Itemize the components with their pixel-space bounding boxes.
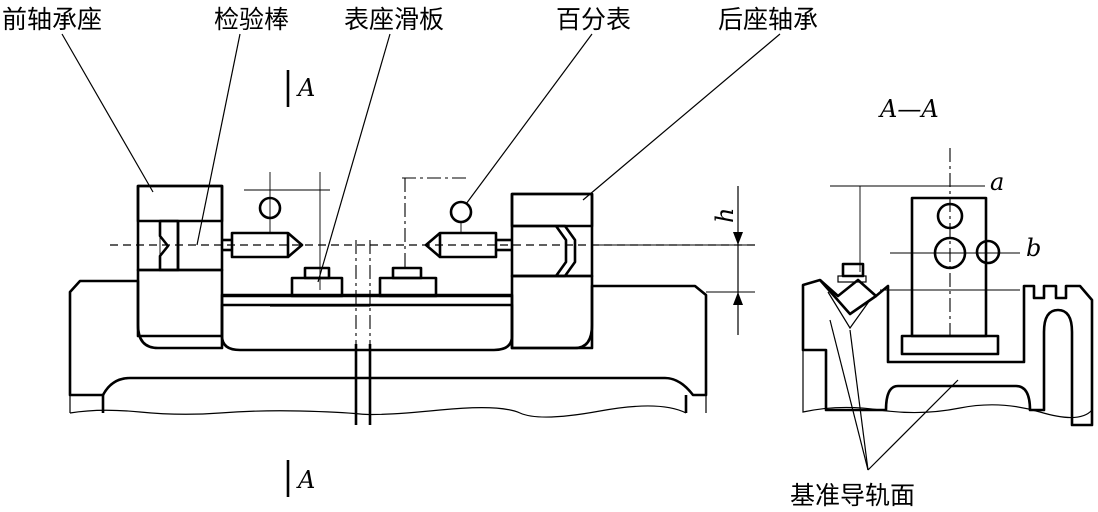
section-indicator-stand bbox=[830, 148, 1020, 356]
leader-datum-3 bbox=[867, 379, 959, 471]
dimension-h: h bbox=[592, 186, 755, 335]
label-front-bearing-seat: 前轴承座 bbox=[2, 5, 102, 34]
section-bed bbox=[801, 278, 1094, 427]
leader-datum-1 bbox=[829, 319, 869, 471]
bed-break-line bbox=[69, 405, 687, 418]
leader-gauge-slide bbox=[317, 33, 391, 283]
leader-datum-2 bbox=[849, 329, 869, 471]
leader-rear-bearing bbox=[582, 33, 781, 201]
section-view-title: A—A bbox=[878, 95, 939, 123]
point-b-label: b bbox=[1026, 234, 1041, 262]
label-gauge-slide: 表座滑板 bbox=[344, 5, 444, 34]
front-bearing-seat bbox=[136, 184, 224, 338]
point-a-label: a bbox=[990, 168, 1004, 196]
label-rear-bearing: 后座轴承 bbox=[718, 5, 818, 34]
label-dial-indicator: 百分表 bbox=[556, 5, 631, 34]
main-view: h A A bbox=[61, 33, 781, 497]
machine-bed bbox=[68, 279, 708, 397]
section-view-a-a: A—A a b bbox=[801, 95, 1094, 471]
dim-h-label: h bbox=[711, 208, 739, 223]
leader-dial-indicator bbox=[465, 33, 593, 205]
dial-indicator-left bbox=[244, 172, 330, 290]
gauge-slide-left bbox=[270, 266, 370, 307]
section-mark-top: A bbox=[296, 74, 315, 102]
rear-bearing-seat bbox=[510, 192, 594, 350]
dial-indicator-right bbox=[402, 177, 473, 268]
section-mark-bottom: A bbox=[296, 466, 315, 494]
label-datum-guideway: 基准导轨面 bbox=[790, 481, 915, 510]
gauge-slide-right bbox=[378, 266, 438, 298]
leader-front-bearing-seat bbox=[61, 33, 154, 193]
bed-recess bbox=[220, 303, 514, 352]
label-test-bar: 检验棒 bbox=[214, 5, 289, 34]
leader-test-bar bbox=[196, 33, 241, 246]
